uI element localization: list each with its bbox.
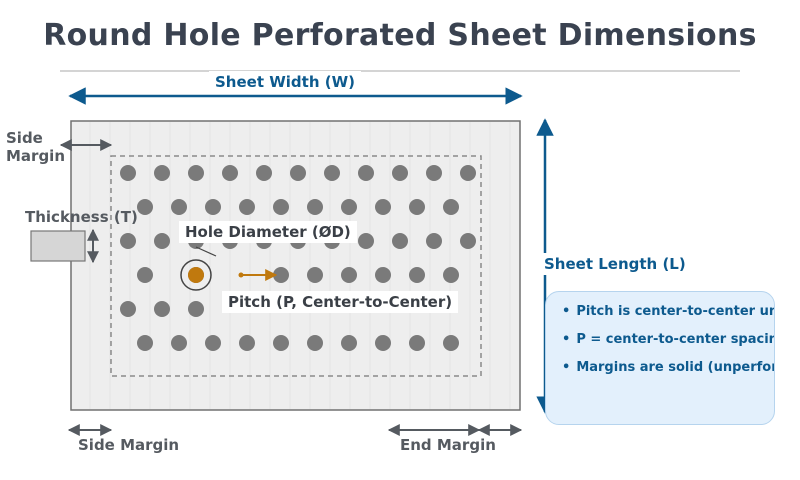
perforation-hole: [341, 199, 357, 215]
note-item: Margins are solid (unperforated): [562, 360, 774, 375]
perforation-hole: [188, 165, 204, 181]
perforation-hole: [443, 199, 459, 215]
perforation-hole: [137, 335, 153, 351]
note-item: Pitch is center-to-center unless noted: [562, 304, 774, 319]
perforation-hole: [239, 335, 255, 351]
perforation-hole: [239, 199, 255, 215]
thickness-block: [30, 230, 86, 262]
perforation-hole: [375, 335, 391, 351]
hole-diameter-label: Hole Diameter (ØD): [179, 221, 357, 243]
perforation-hole: [307, 267, 323, 283]
title-divider: [60, 70, 740, 72]
perforation-hole: [120, 233, 136, 249]
perforation-hole: [443, 335, 459, 351]
perforation-hole: [358, 233, 374, 249]
perforation-hole: [375, 267, 391, 283]
diagram-title: Round Hole Perforated Sheet Dimensions: [43, 18, 757, 53]
perforation-hole: [171, 335, 187, 351]
perforated-area-boundary: [110, 155, 482, 377]
perforation-hole: [460, 233, 476, 249]
side-margin-top-label: Side Margin: [6, 129, 66, 165]
perforation-hole: [426, 165, 442, 181]
perforation-hole: [222, 165, 238, 181]
notes-box: Pitch is center-to-center unless noted P…: [545, 291, 775, 425]
perforation-hole: [137, 267, 153, 283]
perforation-hole: [205, 199, 221, 215]
perforation-hole: [341, 335, 357, 351]
sheet-length-label: Sheet Length (L): [538, 253, 692, 275]
perforation-hole: [188, 301, 204, 317]
perforation-hole: [392, 165, 408, 181]
perforation-hole: [205, 335, 221, 351]
perforation-hole: [120, 301, 136, 317]
side-margin-bottom-label: Side Margin: [78, 436, 180, 454]
sheet-outline: [70, 120, 521, 411]
perforation-hole: [341, 267, 357, 283]
sheet-width-label: Sheet Width (W): [209, 71, 361, 93]
perforation-hole: [137, 199, 153, 215]
perforation-hole: [409, 335, 425, 351]
perforation-hole: [324, 165, 340, 181]
perforation-hole: [120, 165, 136, 181]
perforation-hole: [154, 301, 170, 317]
hole-diameter-ring: [180, 259, 212, 291]
pitch-label: Pitch (P, Center-to-Center): [222, 291, 459, 313]
pitch-hole-a: [188, 267, 204, 283]
perforation-hole: [171, 199, 187, 215]
note-item: P = center-to-center spacing: [562, 332, 774, 347]
pitch-arrow-tail: [238, 272, 244, 278]
thickness-label: Thickness (T): [25, 208, 138, 226]
end-margin-label: End Margin: [400, 436, 496, 454]
perforation-hole: [154, 233, 170, 249]
perforation-hole: [307, 199, 323, 215]
perforation-hole: [256, 165, 272, 181]
perforation-hole: [409, 199, 425, 215]
perforation-hole: [460, 165, 476, 181]
perforation-hole: [358, 165, 374, 181]
perforation-hole: [290, 165, 306, 181]
perforation-hole: [409, 267, 425, 283]
perforation-hole: [307, 335, 323, 351]
hole-diameter-leader: [195, 246, 217, 257]
perforation-hole: [426, 233, 442, 249]
perforation-hole: [392, 233, 408, 249]
perforation-hole: [375, 199, 391, 215]
perforation-hole: [273, 335, 289, 351]
perforation-hole: [154, 165, 170, 181]
perforation-hole: [273, 199, 289, 215]
perforation-hole: [443, 267, 459, 283]
